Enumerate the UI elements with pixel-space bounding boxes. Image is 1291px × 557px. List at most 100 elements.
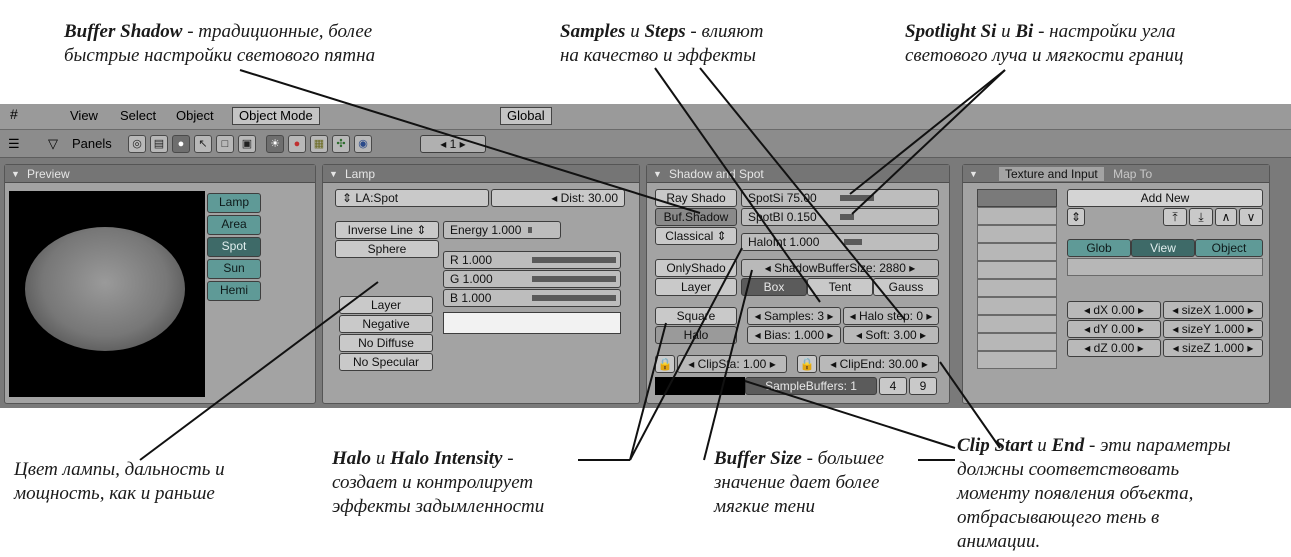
texture-channel[interactable] [977,297,1057,315]
shadow-panel-title[interactable]: Shadow and Spot [647,165,949,183]
b-slider[interactable]: B 1.000 [443,289,621,307]
samplebuffers-9[interactable]: 9 [909,377,937,395]
texture-channel[interactable] [977,279,1057,297]
haloint-slider[interactable]: HaloInt 1.000 [741,233,939,251]
clipend-lock-icon[interactable]: 🔒 [797,355,817,373]
no-specular-toggle[interactable]: No Specular [339,353,433,371]
lamp-type-lamp[interactable]: Lamp [207,193,261,213]
samplebuffers-1[interactable]: SampleBuffers: 1 [745,377,877,395]
menu-view[interactable]: View [70,108,98,123]
soft-field[interactable]: ◂ Soft: 3.00 ▸ [843,326,939,344]
blender-buttons-window: # View Select Object Object Mode Global … [0,104,1291,408]
spotsi-slider-fill [840,195,874,201]
collapse-icon[interactable]: ▽ [48,136,58,151]
radiosity-subcontext-icon[interactable]: ✣ [332,135,350,153]
samples-field[interactable]: ◂ Samples: 3 ▸ [747,307,841,325]
texture-channel-active[interactable] [977,189,1057,207]
sizez-field[interactable]: ◂ sizeZ 1.000 ▸ [1163,339,1263,357]
lamp-type-spot[interactable]: Spot [207,237,261,257]
dz-field[interactable]: ◂ dZ 0.00 ▸ [1067,339,1161,357]
texture-channel[interactable] [977,315,1057,333]
logic-context-icon[interactable]: ◎ [128,135,146,153]
mode-select[interactable]: Object Mode [232,107,320,125]
grid-icon[interactable]: # [10,106,18,122]
bias-field[interactable]: ◂ Bias: 1.000 ▸ [747,326,841,344]
material-subcontext-icon[interactable]: ● [288,135,306,153]
annotation-halo: Halo и Halo Intensity - создает и контро… [332,448,545,517]
lamp-type-sun[interactable]: Sun [207,259,261,279]
lamp-type-hemi[interactable]: Hemi [207,281,261,301]
shadow-buffer-size-field[interactable]: ◂ ShadowBufferSize: 2880 ▸ [741,259,939,277]
shading-context-icon[interactable]: ● [172,135,190,153]
menu-select[interactable]: Select [120,108,157,123]
clipend-field[interactable]: ◂ ClipEnd: 30.00 ▸ [819,355,939,373]
object-context-icon[interactable]: ↖ [194,135,212,153]
no-diffuse-toggle[interactable]: No Diffuse [339,334,433,352]
shadow-spot-panel: Shadow and Spot Ray Shado Buf.Shadow Cla… [646,164,950,404]
texture-channel[interactable] [977,207,1057,225]
spotbl-slider[interactable]: SpotBl 0.150 [741,208,939,226]
sphere-toggle[interactable]: Sphere [335,240,439,258]
falloff-select[interactable]: Inverse Line ⇕ [335,221,439,239]
lamp-color-swatch[interactable] [443,312,621,334]
3d-view-header: # View Select Object Object Mode Global [0,104,1291,130]
filter-tent[interactable]: Tent [807,278,873,296]
dx-field[interactable]: ◂ dX 0.00 ▸ [1067,301,1161,319]
halo-toggle[interactable]: Halo [655,326,737,344]
r-slider[interactable]: R 1.000 [443,251,621,269]
filter-box[interactable]: Box [741,278,807,296]
texture-subcontext-icon[interactable]: ▦ [310,135,328,153]
texture-channel[interactable] [977,225,1057,243]
lamp-panel-title[interactable]: Lamp [323,165,639,183]
add-new-button[interactable]: Add New [1067,189,1263,207]
move-down-icon[interactable]: ∨ [1239,208,1263,226]
lamp-subcontext-icon[interactable]: ☀ [266,135,284,153]
coord-view[interactable]: View [1131,239,1195,257]
paste-icon[interactable]: ⤓ [1189,208,1213,226]
g-slider[interactable]: G 1.000 [443,270,621,288]
object-name-field[interactable] [1067,258,1263,276]
copy-icon[interactable]: ⤒ [1163,208,1187,226]
g-slider-fill [532,276,616,282]
negative-toggle[interactable]: Negative [339,315,433,333]
layer-toggle[interactable]: Layer [339,296,433,314]
coord-object[interactable]: Object [1195,239,1263,257]
samplebuffers-4[interactable]: 4 [879,377,907,395]
tab-texture-input[interactable]: Texture and Input [999,167,1104,181]
frame-field[interactable]: ◂ 1 ▸ [420,135,486,153]
texture-channel[interactable] [977,333,1057,351]
texture-channel[interactable] [977,261,1057,279]
lamp-name-field[interactable]: ⇕ LA:Spot [335,189,489,207]
window-type-icon[interactable]: ☰ [8,136,20,151]
halo-step-field[interactable]: ◂ Halo step: 0 ▸ [843,307,939,325]
classical-select[interactable]: Classical ⇕ [655,227,737,245]
shadow-layer-toggle[interactable]: Layer [655,278,737,296]
sizey-field[interactable]: ◂ sizeY 1.000 ▸ [1163,320,1263,338]
world-subcontext-icon[interactable]: ◉ [354,135,372,153]
square-toggle[interactable]: Square [655,307,737,325]
buf-shadow-toggle[interactable]: Buf.Shadow [655,208,737,226]
ray-shadow-toggle[interactable]: Ray Shado [655,189,737,207]
clipsta-lock-icon[interactable]: 🔒 [655,355,675,373]
editing-context-icon[interactable]: □ [216,135,234,153]
dy-field[interactable]: ◂ dY 0.00 ▸ [1067,320,1161,338]
spotsi-slider[interactable]: SpotSi 75.00 [741,189,939,207]
menu-object[interactable]: Object [176,108,214,123]
texture-channel[interactable] [977,243,1057,261]
filter-gauss[interactable]: Gauss [873,278,939,296]
only-shadow-toggle[interactable]: OnlyShado [655,259,737,277]
move-up-icon[interactable]: ∧ [1215,208,1237,226]
coord-glob[interactable]: Glob [1067,239,1131,257]
clipsta-field[interactable]: ◂ ClipSta: 1.00 ▸ [677,355,787,373]
script-context-icon[interactable]: ▤ [150,135,168,153]
texture-channel[interactable] [977,351,1057,369]
energy-slider[interactable]: Energy 1.000 [443,221,561,239]
texture-browse-icon[interactable]: ⇕ [1067,208,1085,226]
tab-map-to[interactable]: Map To [1113,167,1153,181]
preview-panel-title[interactable]: Preview [5,165,315,183]
lamp-type-area[interactable]: Area [207,215,261,235]
orientation-select[interactable]: Global [500,107,552,125]
scene-context-icon[interactable]: ▣ [238,135,256,153]
sizex-field[interactable]: ◂ sizeX 1.000 ▸ [1163,301,1263,319]
dist-field[interactable]: ◂ Dist: 30.00 [491,189,625,207]
